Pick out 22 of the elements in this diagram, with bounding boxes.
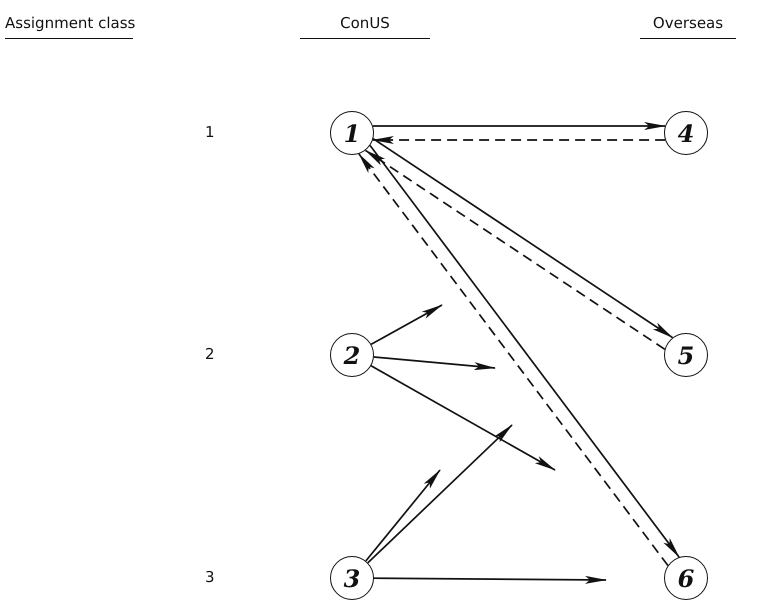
column-header: ConUS: [300, 14, 430, 39]
arrow: [365, 469, 441, 562]
row-label: 3: [205, 568, 215, 586]
node-circle: 3: [330, 556, 374, 600]
node-circle: 6: [664, 556, 708, 600]
dashed-arrow: [372, 136, 666, 144]
arrow: [374, 576, 607, 584]
arrow: [374, 356, 496, 370]
arrow: [367, 424, 513, 564]
arrow: [372, 138, 674, 338]
node-circle: 2: [330, 333, 374, 377]
row-label: 1: [205, 123, 215, 141]
arrow: [372, 122, 666, 130]
column-header: Assignment class: [5, 14, 133, 39]
arrow: [370, 365, 556, 471]
node-circle: 5: [664, 333, 708, 377]
dashed-arrow: [364, 150, 666, 350]
column-header: Overseas: [640, 14, 736, 39]
node-circle: 1: [330, 111, 374, 155]
arrow: [370, 304, 443, 346]
row-label: 2: [205, 345, 215, 363]
node-circle: 4: [664, 111, 708, 155]
